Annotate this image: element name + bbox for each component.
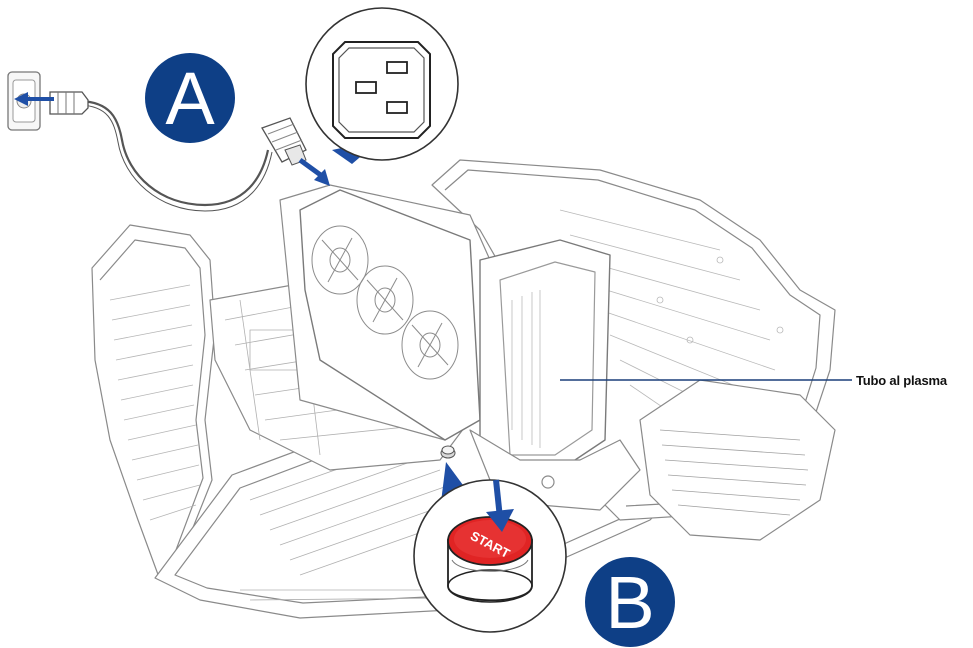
chassis-illustration bbox=[91, 159, 836, 619]
step-badge-b-label: B bbox=[605, 561, 654, 644]
callout-label-plasma-tube: Tubo al plasma bbox=[856, 373, 947, 388]
start-button-callout: START bbox=[413, 462, 567, 633]
plug-in-arrow-socket bbox=[298, 157, 330, 186]
iec-plug bbox=[261, 117, 307, 166]
power-cord bbox=[79, 99, 273, 212]
step-badge-a-label: A bbox=[165, 57, 215, 140]
step-badge-b: B bbox=[585, 557, 675, 647]
iec-socket-callout bbox=[305, 7, 459, 164]
plug-in-arrow-a bbox=[14, 92, 54, 106]
step-badge-a: A bbox=[145, 53, 235, 143]
start-button-location bbox=[440, 445, 456, 459]
wall-plug bbox=[49, 91, 89, 115]
